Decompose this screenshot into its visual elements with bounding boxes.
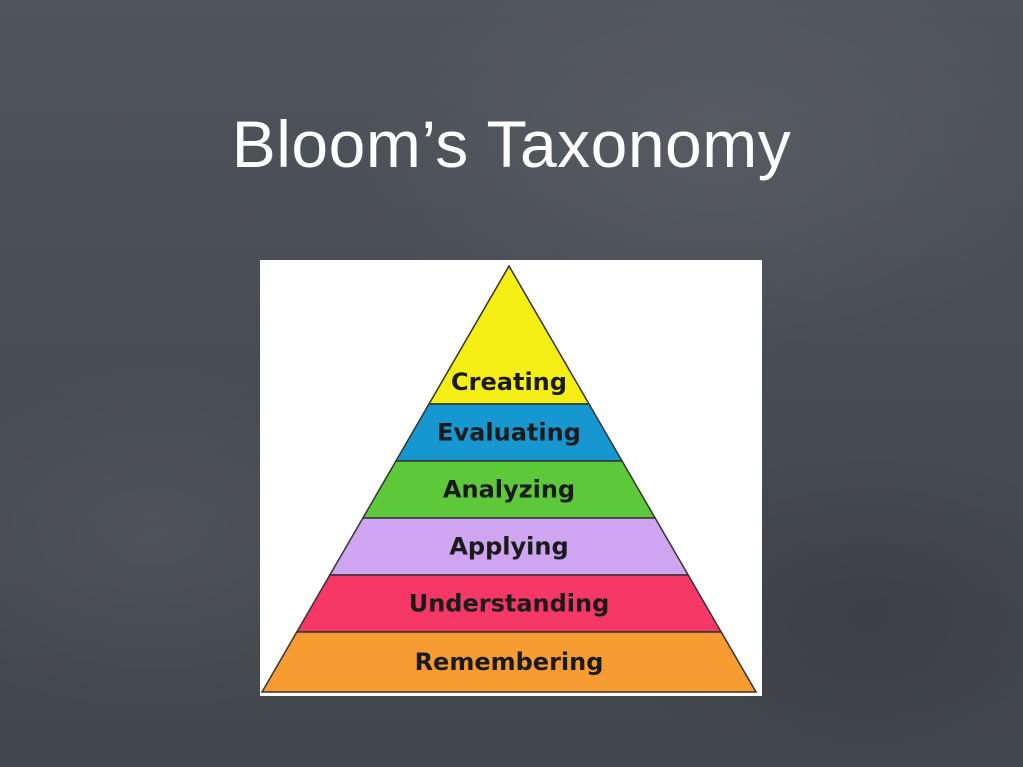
tier-remembering (260, 631, 758, 693)
tier-label-understanding: Understanding (409, 590, 610, 618)
slide-title: Bloom’s Taxonomy (231, 107, 792, 181)
bloom-pyramid: CreatingEvaluatingAnalyzingApplyingUnder… (260, 264, 758, 693)
tier-label-analyzing: Analyzing (443, 476, 575, 504)
tier-label-remembering: Remembering (415, 648, 604, 676)
tier-label-applying: Applying (449, 533, 568, 561)
tier-label-creating: Creating (451, 368, 567, 396)
tier-label-evaluating: Evaluating (437, 419, 581, 447)
